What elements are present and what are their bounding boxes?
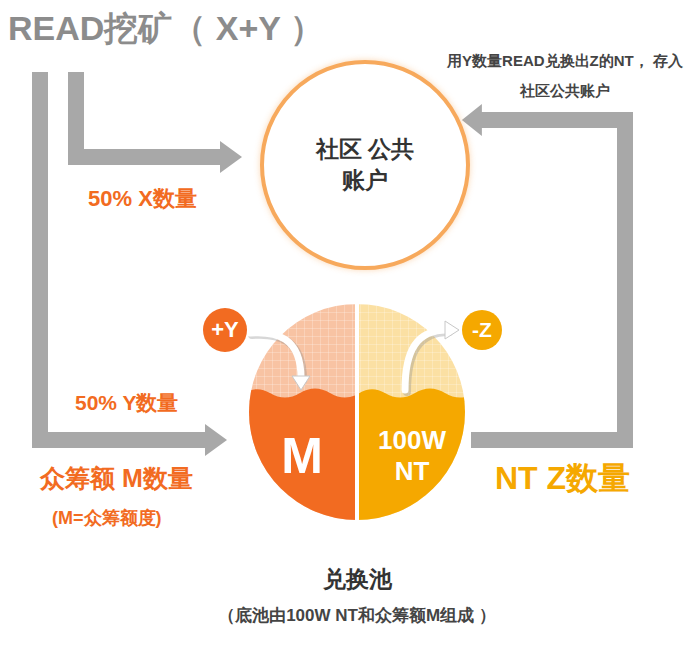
exchange-pool: 兑换池（底池由100W NT和众筹额M组成 ）M100W NT: [249, 304, 465, 520]
pool-title: 兑换池: [323, 564, 392, 595]
minus-z-circle: -Z: [462, 310, 502, 350]
quantity-label: 50% Y数量: [75, 389, 179, 417]
pool-fill: [240, 300, 475, 530]
feed-arrow-line: [40, 72, 207, 440]
community-account-circle: 社区 公共账户: [260, 60, 470, 270]
pool-right-liquid: [359, 389, 475, 531]
pool-divider: [355, 300, 359, 525]
arrow-head: [292, 376, 310, 390]
diagram-title: READ挖矿（ X+Y ）: [8, 6, 324, 52]
connector: [250, 333, 310, 390]
liquid-wave: [359, 389, 475, 531]
feed-arrow-line: [76, 72, 222, 157]
pool-left-liquid: [240, 389, 355, 531]
quantity-label: NT Z数量: [495, 457, 630, 501]
feed-arrow-head: [205, 424, 227, 456]
curved-arrow: [405, 330, 447, 390]
label-wrap: 众筹额 M数量: [40, 462, 193, 495]
node-text: 100W NT: [369, 425, 455, 487]
node-text: -Z: [472, 318, 492, 342]
label-wrap: NT Z数量: [495, 457, 630, 501]
title-wrap: READ挖矿（ X+Y ）: [8, 6, 324, 52]
liquid-wave: [240, 389, 355, 531]
quantity-label: 50% X数量: [88, 184, 197, 214]
text-wrap: （底池由100W NT和众筹额M组成 ）: [218, 604, 496, 627]
pool-nt-half: 100W NT: [359, 392, 465, 520]
pool-m-half: M: [249, 392, 355, 520]
quantity-label: 众筹额 M数量: [40, 462, 193, 495]
connector: [405, 321, 459, 392]
label-wrap: 50% Y数量: [75, 389, 179, 417]
arrow-shadow: [407, 332, 449, 392]
edge-label-wrap: 用Y数量READ兑换出Z的NT， 存入社区公共账户: [445, 46, 685, 106]
connector: [462, 104, 625, 440]
feed-arrow-head: [220, 141, 242, 173]
node-text: 社区 公共账户: [315, 134, 415, 196]
return-arrow-line: [471, 120, 625, 440]
arrow-head: [462, 104, 482, 136]
node-text: M: [281, 427, 323, 485]
node-text: +Y: [211, 317, 239, 343]
edge-label: 用Y数量READ兑换出Z的NT， 存入社区公共账户: [445, 46, 685, 106]
curved-arrow: [250, 333, 301, 378]
plus-y-circle: +Y: [203, 308, 247, 352]
pool-caption: （底池由100W NT和众筹额M组成 ）: [218, 604, 496, 627]
arrow-head: [445, 321, 459, 339]
label-wrap: (M=众筹额度): [52, 506, 162, 530]
quantity-label: (M=众筹额度): [52, 506, 162, 530]
label-wrap: 50% X数量: [88, 184, 197, 214]
text-wrap: 兑换池: [323, 564, 392, 595]
